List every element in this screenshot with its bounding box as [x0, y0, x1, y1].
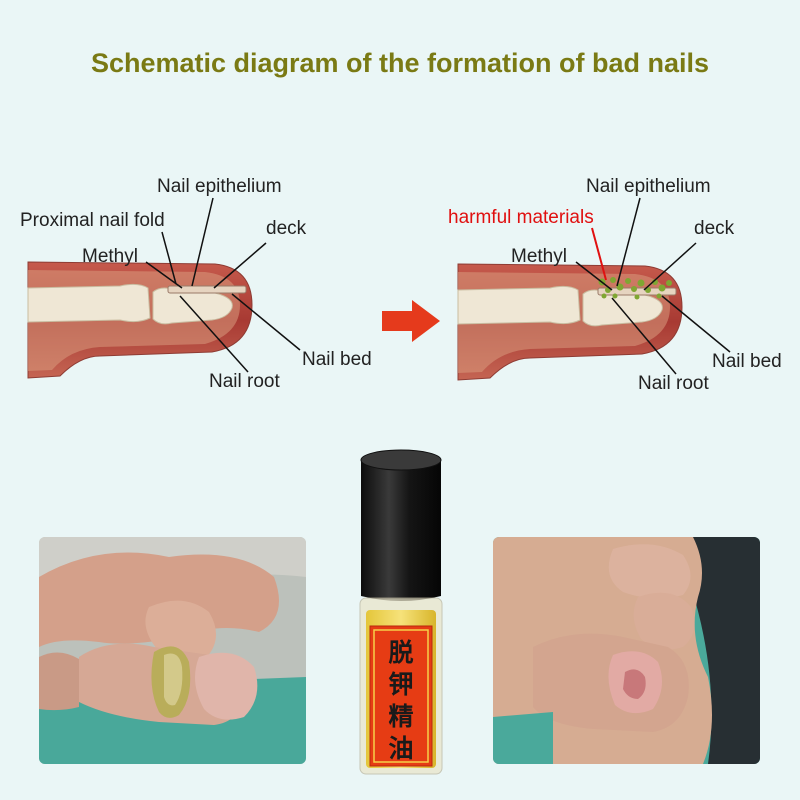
- bottle-label-char: 精: [388, 702, 413, 731]
- label-nail-bed: Nail bed: [302, 349, 372, 370]
- bottle-label-char: 油: [388, 734, 413, 763]
- label-deck: deck: [266, 218, 307, 239]
- bone: [27, 283, 233, 325]
- leader-lines: [145, 197, 301, 373]
- label-proximal-nail-fold: Proximal nail fold: [20, 210, 165, 231]
- harmful-leader-line: [591, 227, 607, 281]
- nail-diagram: Nail epithelium Proximal nail fold deck …: [20, 176, 782, 394]
- label-methyl: Methyl: [511, 246, 567, 267]
- bottle-label-char: 钾: [388, 670, 413, 699]
- photo-before-treatment: [39, 537, 306, 764]
- label-deck: deck: [694, 218, 735, 239]
- photo-after-treatment: [493, 537, 760, 764]
- bottle-label-char: 脱: [388, 638, 413, 667]
- nail-plate: [167, 285, 247, 294]
- label-nail-epithelium: Nail epithelium: [586, 176, 711, 197]
- label-nail-bed: Nail bed: [712, 351, 782, 372]
- label-nail-root: Nail root: [638, 373, 709, 394]
- arrow-right-icon: [382, 300, 440, 342]
- bottle-cap: [360, 449, 442, 601]
- label-harmful-materials: harmful materials: [448, 207, 594, 228]
- finger-cross-section-before: Nail epithelium Proximal nail fold deck …: [20, 176, 372, 392]
- leader-lines: [575, 197, 731, 375]
- bottle-icon: 脱 钾 精 油: [359, 449, 443, 775]
- label-nail-root: Nail root: [209, 371, 280, 392]
- label-nail-epithelium: Nail epithelium: [157, 176, 282, 197]
- finger-cross-section-after: Nail epithelium harmful materials deck M…: [448, 176, 782, 394]
- page-title: Schematic diagram of the formation of ba…: [90, 48, 710, 78]
- bone: [457, 285, 663, 327]
- label-methyl: Methyl: [82, 246, 138, 267]
